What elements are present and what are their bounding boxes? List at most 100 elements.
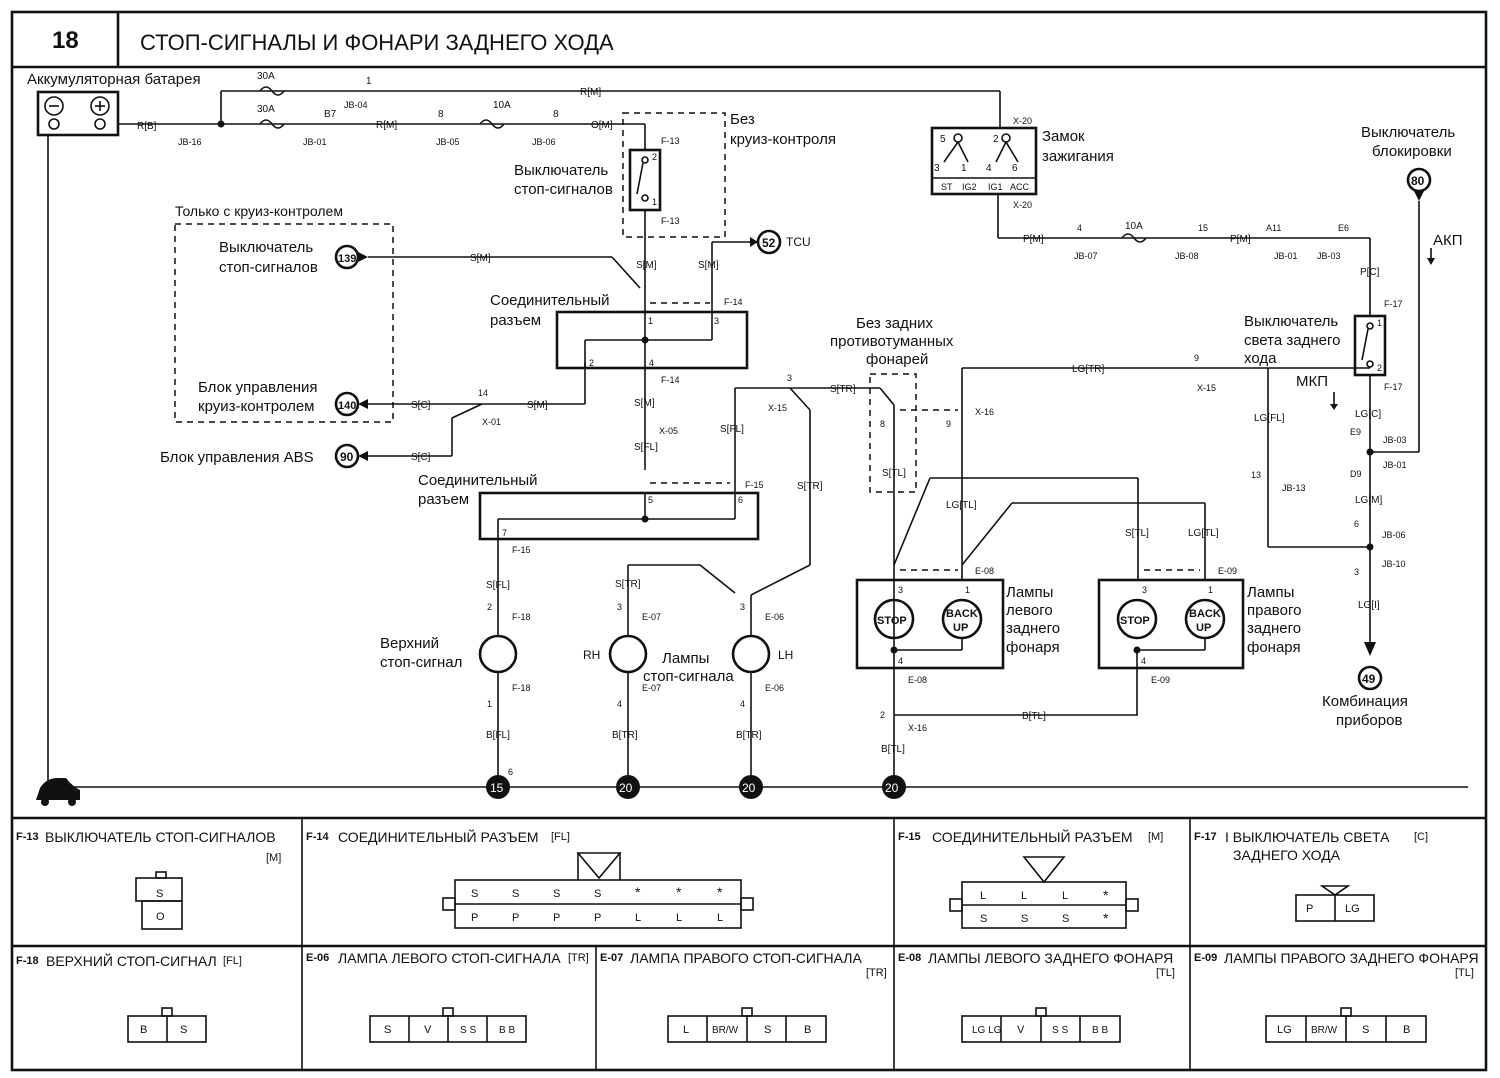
legend-code: F-15: [898, 831, 921, 843]
wire-label: R[M]: [376, 120, 397, 131]
ref-number: 52: [762, 236, 776, 250]
label: фонаря: [1247, 639, 1301, 656]
connector-key: [1022, 856, 1066, 884]
label: разъем: [418, 491, 469, 508]
connector-latch: [741, 1007, 753, 1017]
conn-code: JB-08: [1175, 251, 1199, 261]
splice: [641, 336, 649, 344]
conn-code: E-09: [1151, 675, 1170, 685]
right-stop-lamp-icon: [1116, 598, 1158, 640]
label: приборов: [1336, 712, 1402, 729]
pin: 8: [880, 419, 885, 429]
pin-color: S: [764, 1024, 771, 1036]
ground-wheel-2: [68, 798, 76, 806]
legend-title: ВЫКЛЮЧАТЕЛЬ СТОП-СИГНАЛОВ: [45, 829, 276, 845]
conn-code: F-15: [512, 545, 531, 555]
pin-color: B: [140, 1024, 147, 1036]
label: стоп-сигналов: [219, 259, 318, 276]
ground-point: [616, 775, 640, 799]
wire-label: LG[TL]: [946, 500, 977, 511]
legend-tag: [FL]: [223, 955, 242, 967]
pin-color: P: [1306, 903, 1313, 915]
conn-code: F-14: [661, 375, 680, 385]
pin: 4: [617, 699, 622, 709]
pin: 1: [1377, 318, 1382, 328]
rh-label: RH: [583, 648, 600, 662]
conn-code: JB-01: [1274, 251, 1298, 261]
wire: [750, 564, 811, 596]
sw-blade: [636, 162, 644, 195]
conn-code: X-16: [908, 723, 927, 733]
ref-circle: [1357, 665, 1383, 691]
pin-color: LG LG: [972, 1025, 1002, 1036]
conn-code: JB-03: [1383, 435, 1407, 445]
label: Лампы: [1247, 584, 1294, 601]
conn-code: A11: [1266, 223, 1281, 233]
pin: 9: [1194, 353, 1199, 363]
stop-label: STOP: [877, 615, 907, 627]
wire-label: S[M]: [636, 260, 657, 271]
legend-code: E-07: [600, 952, 623, 964]
label: заднего: [1247, 620, 1301, 637]
wire-label: S[TR]: [797, 481, 823, 492]
ground-number: 20: [742, 781, 756, 795]
battery-negative-icon: [44, 96, 64, 116]
pin-color: *: [635, 884, 641, 900]
label: левого: [1006, 602, 1053, 619]
outer-frame: [10, 10, 1488, 1072]
pin-color: B: [1403, 1024, 1410, 1036]
no-cruise-box: [622, 112, 726, 238]
pin: 8: [553, 109, 559, 120]
fuse-icon: [259, 119, 285, 129]
conn-code: JB-04: [344, 100, 368, 110]
wire: [879, 387, 895, 406]
left-rear-lamp-housing: [855, 578, 1005, 670]
legend-tag: [M]: [266, 852, 281, 864]
label: Лампы: [1006, 584, 1053, 601]
lh-stop-lamp-icon: [731, 634, 771, 674]
conn-code: X-15: [1197, 383, 1216, 393]
battery-label: Аккумуляторная батарея: [27, 71, 201, 88]
wire: [699, 564, 736, 594]
wire-label: R[M]: [580, 87, 601, 98]
conn-code: E9: [1350, 427, 1361, 437]
pin-color: LG: [1345, 903, 1360, 915]
pin-color: S: [512, 888, 519, 900]
ground-point: [882, 775, 906, 799]
pin: 9: [946, 419, 951, 429]
label: Выключатель: [1244, 313, 1338, 330]
conn-code: D9: [1350, 469, 1362, 479]
pin-color: S: [553, 888, 560, 900]
label: Без задних: [856, 315, 934, 332]
wire-label: S[FL]: [634, 442, 658, 453]
arrow: [358, 399, 368, 409]
ground-point: [739, 775, 763, 799]
pin-color: S S: [460, 1025, 476, 1036]
conn-code: F-13: [661, 216, 680, 226]
legend-tag: [FL]: [551, 831, 570, 843]
pin: 5: [940, 134, 946, 145]
connector-latch: [1340, 1007, 1352, 1017]
pin: 4: [898, 656, 903, 666]
wire-label: S[C]: [411, 452, 431, 463]
conn-code: JB-01: [1383, 460, 1407, 470]
pin-color: B B: [499, 1025, 515, 1036]
pin: 1: [1208, 585, 1213, 595]
label: Выключатель: [1361, 124, 1455, 141]
pin-color: L: [717, 912, 723, 924]
legend-title: СОЕДИНИТЕЛЬНЫЙ РАЗЪЕМ: [338, 828, 539, 845]
wire-label: S[TR]: [830, 384, 856, 395]
right-rear-lamp-housing: [1097, 578, 1245, 670]
splice: [641, 515, 649, 523]
label: АКП: [1433, 232, 1463, 249]
pin: 1: [965, 585, 970, 595]
label: стоп-сигнал: [380, 654, 462, 671]
pin-color: BR/W: [712, 1025, 739, 1036]
ref-number: 140: [338, 400, 356, 412]
ground-number: 15: [490, 781, 504, 795]
pin: 3: [617, 602, 622, 612]
no-fog-box: [869, 373, 917, 493]
conn-code: E-06: [765, 612, 784, 622]
conn-code: X-01: [482, 417, 501, 427]
label: Соединительный: [490, 292, 610, 309]
